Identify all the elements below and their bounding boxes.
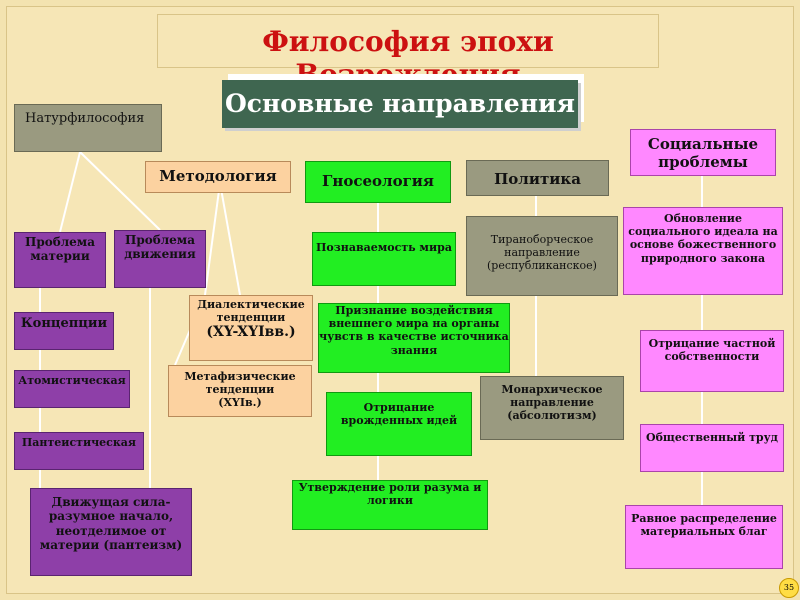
- node-reason-logic: Утверждение роли разума и логики: [292, 480, 488, 530]
- node-problem-motion: Проблема движения: [114, 230, 206, 288]
- node-moving-force: Движущая сила-разумное начало, неотделим…: [30, 488, 192, 576]
- node-influence: Признание воздействия внешнего мира на о…: [318, 303, 510, 373]
- category-naturphilosophy: Натурфилософия: [14, 104, 162, 152]
- title-box: Философия эпохи Возрождения: [157, 14, 659, 91]
- node-concepts: Концепции: [14, 312, 114, 350]
- node-monarchic: Монархическое направление (абсолютизм): [480, 376, 624, 440]
- connector-line: [59, 151, 81, 233]
- subtitle-banner: Основные направления: [222, 80, 578, 128]
- category-methodology: Методология: [145, 161, 291, 193]
- connector-line: [79, 151, 161, 231]
- slide-number-badge: 35: [779, 578, 799, 598]
- category-gnoseology: Гносеология: [305, 161, 451, 203]
- category-politics: Политика: [466, 160, 609, 196]
- node-knowability: Познаваемость мира: [312, 232, 456, 286]
- node-tyrannicide: Тираноборческое направление (республикан…: [466, 216, 618, 296]
- node-pantheistic: Пантеистическая: [14, 432, 144, 470]
- node-problem-matter: Проблема материи: [14, 232, 106, 288]
- node-atomistic: Атомистическая: [14, 370, 130, 408]
- node-private-property: Отрицание частной собственности: [640, 330, 784, 392]
- node-equal-distribution: Равное распределение материальных благ: [625, 505, 783, 569]
- connector-line: [204, 182, 221, 296]
- node-metaphysical: Метафизические тенденции (XYIв.): [168, 365, 312, 417]
- node-social-renewal: Обновление социального идеала на основе …: [623, 207, 783, 295]
- node-public-labor: Общественный труд: [640, 424, 784, 472]
- connector-line: [219, 182, 241, 296]
- node-innate-denial: Отрицание врожденных идей: [326, 392, 472, 456]
- node-dialectic: Диалектические тенденции (XY-XYIвв.): [189, 295, 313, 361]
- category-social: Социальные проблемы: [630, 129, 776, 176]
